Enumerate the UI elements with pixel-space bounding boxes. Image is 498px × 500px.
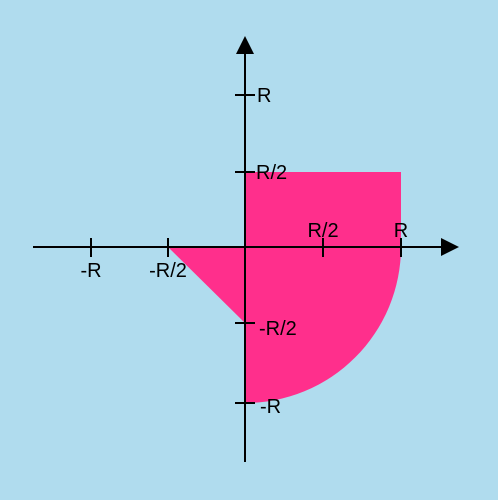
x-tick-label-half-r: R/2 <box>307 220 338 242</box>
quarter-circle-region <box>245 247 401 403</box>
y-tick-label-r: R <box>257 85 271 107</box>
y-tick-label-neg-r: -R <box>260 396 281 418</box>
y-tick-label-half-r: R/2 <box>256 162 287 184</box>
x-tick-label-neg-r: -R <box>80 260 101 282</box>
triangle-region <box>168 247 245 323</box>
axes <box>33 48 448 462</box>
x-tick-label-neg-half-r: -R/2 <box>149 260 187 282</box>
shaded-area <box>168 172 401 403</box>
x-axis-arrow-icon <box>441 238 459 256</box>
x-tick-label-r: R <box>394 220 408 242</box>
x-axis-ticks <box>90 238 402 257</box>
rectangle-region <box>245 172 401 247</box>
y-axis-arrow-icon <box>236 36 254 54</box>
y-axis-ticks <box>235 94 255 404</box>
y-tick-label-neg-half-r: -R/2 <box>259 318 297 340</box>
